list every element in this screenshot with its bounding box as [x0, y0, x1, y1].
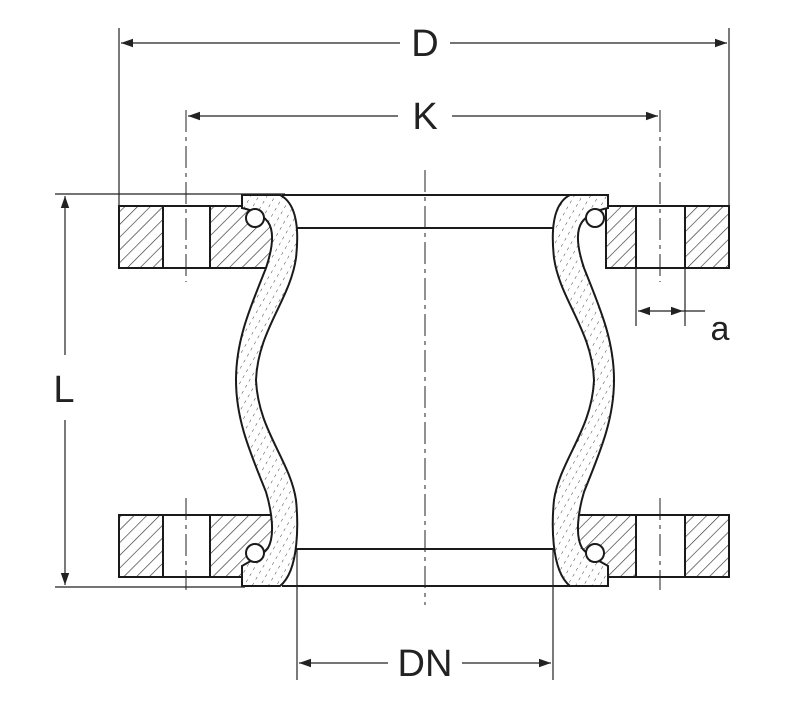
- dimension-dn: DN: [296, 549, 554, 685]
- dimension-d: D: [118, 23, 730, 206]
- bellows-left-wall: [234, 194, 299, 587]
- dimension-k-label: K: [412, 96, 437, 138]
- dimension-k: K: [188, 96, 658, 138]
- dimension-l: L: [53, 193, 285, 588]
- dimension-a-label: a: [711, 310, 730, 348]
- flange-top-right: [605, 205, 730, 269]
- dimension-dn-label: DN: [398, 643, 453, 685]
- bellows-right-wall: [551, 194, 616, 587]
- bolt-hole-centerlines: [185, 110, 661, 590]
- bore-lines: [282, 194, 570, 587]
- dimension-l-label: L: [53, 369, 74, 411]
- dimension-a: a: [635, 268, 730, 348]
- dimension-d-label: D: [411, 23, 438, 65]
